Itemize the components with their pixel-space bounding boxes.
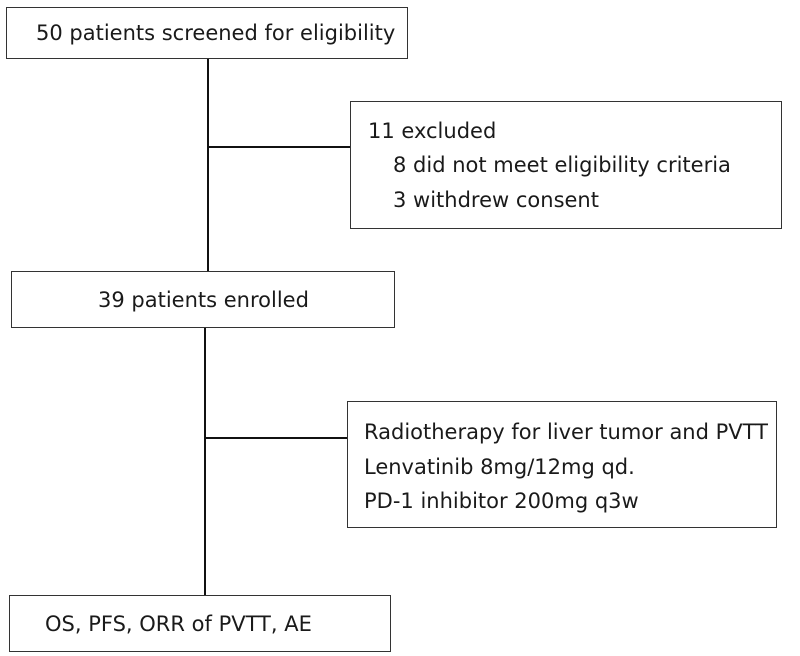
excluded-box: 11 excluded 8 did not meet eligibility c… xyxy=(350,101,782,229)
excluded-title: 11 excluded xyxy=(368,119,497,143)
treatment-item: Radiotherapy for liver tumor and PVTT xyxy=(364,420,768,444)
excluded-reason-item: 3 withdrew consent xyxy=(393,188,599,212)
screened-box: 50 patients screened for eligibility xyxy=(6,7,408,59)
enrolled-box: 39 patients enrolled xyxy=(11,271,395,328)
treatment-box: Radiotherapy for liver tumor and PVTT Le… xyxy=(347,401,777,528)
treatment-item: Lenvatinib 8mg/12mg qd. xyxy=(364,455,635,479)
enrolled-text: 39 patients enrolled xyxy=(98,288,309,312)
treatment-item: PD-1 inhibitor 200mg q3w xyxy=(364,489,639,513)
outcomes-text: OS, PFS, ORR of PVTT, AE xyxy=(45,612,312,636)
exclusion-branch-line xyxy=(208,146,350,148)
excluded-reason-item: 8 did not meet eligibility criteria xyxy=(393,153,731,177)
screened-text: 50 patients screened for eligibility xyxy=(36,21,396,45)
main-vertical-line-bottom xyxy=(204,328,206,595)
main-vertical-line-top xyxy=(207,59,209,271)
outcomes-box: OS, PFS, ORR of PVTT, AE xyxy=(9,595,391,652)
treatment-branch-line xyxy=(205,437,347,439)
